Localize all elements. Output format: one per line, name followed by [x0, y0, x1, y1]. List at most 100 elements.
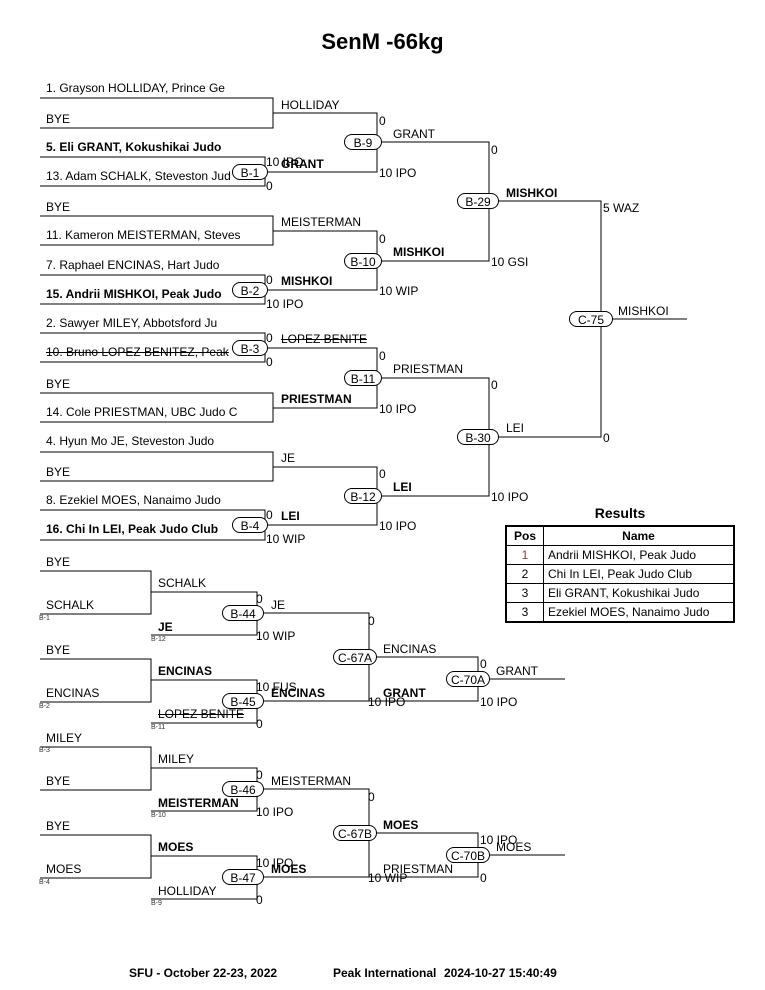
match-node-b4[interactable]: B-4	[232, 517, 268, 533]
repechage-entry: SCHALK	[46, 598, 95, 612]
score-label: 0	[368, 790, 375, 804]
repechage-entry: ENCINAS	[46, 686, 100, 700]
table-row: 3 Ezekiel MOES, Nanaimo Judo	[505, 602, 735, 623]
table-header-row: Pos Name	[505, 525, 735, 546]
result-name: Ezekiel MOES, Nanaimo Judo	[543, 602, 735, 623]
match-node-b45[interactable]: B-45	[222, 693, 264, 709]
score-label: 0	[491, 378, 498, 392]
table-row: 1 Andrii MISHKOI, Peak Judo	[505, 545, 735, 565]
match-node-b47[interactable]: B-47	[222, 869, 264, 885]
score-label: 10 WIP	[266, 532, 306, 546]
seed-entry: 4. Hyun Mo JE, Steveston Judo	[46, 434, 215, 448]
seed-entry: BYE	[46, 112, 71, 126]
footer-event: SFU - October 22-23, 2022	[129, 966, 278, 980]
winner-label: HOLLIDAY	[158, 884, 217, 898]
result-pos: 3	[505, 602, 544, 623]
table-row: 2 Chi In LEI, Peak Judo Club	[505, 564, 735, 584]
score-label: 10 IPO	[379, 402, 417, 416]
table-row: 3 Eli GRANT, Kokushikai Judo	[505, 583, 735, 603]
seed-entry: BYE	[46, 465, 71, 479]
winner-label: MEISTERMAN	[281, 215, 362, 229]
match-node-b2[interactable]: B-2	[232, 282, 268, 298]
seed-entry: 14. Cole PRIESTMAN, UBC Judo C	[46, 405, 238, 419]
match-node-b46[interactable]: B-46	[222, 781, 264, 797]
score-label: 10 IPO	[379, 519, 417, 533]
result-pos: 1	[505, 545, 544, 565]
winner-label: MOES	[383, 818, 419, 832]
source-ref: B-4	[39, 879, 50, 886]
page-title: SenM -66kg	[321, 29, 444, 54]
winner-label: MISHKOI	[393, 245, 445, 259]
winner-label: JE	[281, 451, 296, 465]
result-name: Chi In LEI, Peak Judo Club	[543, 564, 735, 584]
score-label: 10 IPO	[256, 805, 294, 819]
winner-label: LEI	[281, 509, 300, 523]
winner-label: SCHALK	[158, 576, 207, 590]
score-label: 0	[379, 232, 386, 246]
result-name: Andrii MISHKOI, Peak Judo	[543, 545, 735, 565]
score-label: 0	[480, 871, 487, 885]
match-node-b12[interactable]: B-12	[344, 488, 382, 504]
match-node-c70a[interactable]: C-70A	[446, 671, 490, 687]
score-label: 0	[266, 508, 273, 522]
footer-timestamp: 2024-10-27 15:40:49	[444, 966, 557, 980]
score-label: 0	[379, 114, 386, 128]
score-label: 0	[256, 717, 263, 731]
seed-entry: BYE	[46, 377, 71, 391]
source-ref: B-2	[39, 703, 50, 710]
score-label: 0	[480, 657, 487, 671]
winner-label: ENCINAS	[158, 664, 213, 678]
match-node-b29[interactable]: B-29	[457, 193, 499, 209]
score-label: 0	[368, 614, 375, 628]
match-node-b9[interactable]: B-9	[344, 134, 382, 150]
score-label: 0	[379, 349, 386, 363]
match-node-b10[interactable]: B-10	[344, 253, 382, 269]
result-pos: 2	[505, 564, 544, 584]
winner-label: MISHKOI	[506, 186, 558, 200]
winner-label: PRIESTMAN	[281, 392, 352, 406]
score-label: 10 IPO	[491, 490, 529, 504]
match-node-b44[interactable]: B-44	[222, 605, 264, 621]
seed-entry: 16. Chi In LEI, Peak Judo Club	[46, 522, 219, 536]
match-node-c75[interactable]: C-75	[569, 311, 613, 327]
score-label: 0	[256, 768, 263, 782]
repechage-entry: MOES	[46, 862, 82, 876]
winner-label: PRIESTMAN	[393, 362, 464, 376]
match-node-c67b[interactable]: C-67B	[333, 825, 377, 841]
winner-label: GRANT	[383, 686, 426, 700]
bronze-winner-label: GRANT	[496, 664, 538, 678]
match-node-c70b[interactable]: C-70B	[446, 847, 490, 863]
score-label: 10 WIP	[379, 284, 419, 298]
score-label: 10 IPO	[379, 166, 417, 180]
column-header: Pos	[505, 525, 544, 546]
repechage-entry: BYE	[46, 774, 71, 788]
seed-entry: 11. Kameron MEISTERMAN, Steves	[46, 228, 241, 242]
score-label: 0	[266, 273, 273, 287]
winner-label: GRANT	[281, 157, 324, 171]
match-node-b3[interactable]: B-3	[232, 340, 268, 356]
match-node-b1[interactable]: B-1	[232, 164, 268, 180]
score-label: 5 WAZ	[603, 201, 640, 215]
match-node-c67a[interactable]: C-67A	[333, 649, 377, 665]
source-ref: B-11	[151, 724, 166, 731]
results-title: Results	[594, 505, 646, 521]
winner-label: GRANT	[393, 127, 435, 141]
source-ref: B-1	[39, 615, 50, 622]
winner-label: ENCINAS	[271, 686, 326, 700]
seed-entry: 10. Bruno LOPEZ BENITEZ, Peak	[46, 345, 229, 359]
winner-label: PRIESTMAN	[383, 862, 454, 876]
score-label: 0	[256, 893, 263, 907]
score-label: 0	[266, 331, 273, 345]
repechage-entry: BYE	[46, 819, 71, 833]
winner-label: JE	[158, 620, 173, 634]
footer-organizer: Peak International	[333, 966, 437, 980]
winner-label: MISHKOI	[281, 274, 333, 288]
match-node-b11[interactable]: B-11	[344, 370, 382, 386]
result-name: Eli GRANT, Kokushikai Judo	[543, 583, 735, 603]
score-label: 10 FUS	[256, 680, 297, 694]
match-node-b30[interactable]: B-30	[457, 429, 499, 445]
seed-entry: BYE	[46, 200, 71, 214]
score-label: 10 IPO	[266, 155, 304, 169]
score-label: 10 IPO	[480, 833, 518, 847]
